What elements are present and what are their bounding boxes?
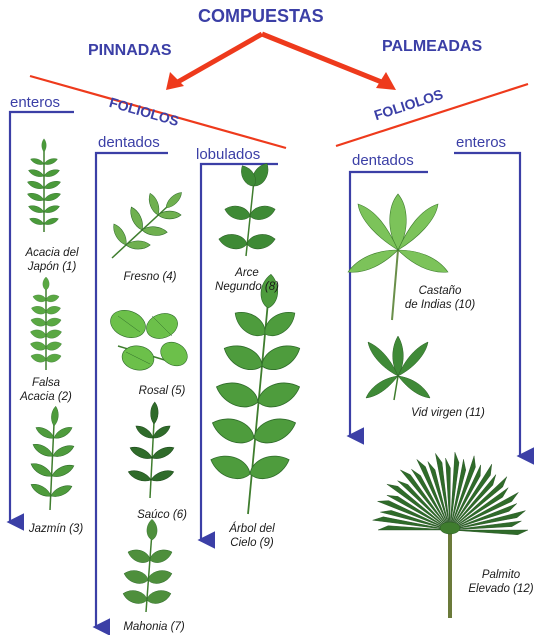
leaf-vid-virgen bbox=[366, 336, 430, 400]
label-rosal: Rosal (5) bbox=[122, 384, 202, 398]
category-enteros-right: enteros bbox=[456, 134, 506, 151]
category-dentados-right: dentados bbox=[352, 152, 414, 169]
category-enteros-left: enteros bbox=[10, 94, 60, 111]
label-fresno: Fresno (4) bbox=[110, 270, 190, 284]
category-dentados-left: dentados bbox=[98, 134, 160, 151]
label-jazmin: Jazmín (3) bbox=[20, 522, 92, 536]
label-vid-virgen: Vid virgen (11) bbox=[396, 406, 500, 420]
leaf-jazmin bbox=[29, 406, 76, 510]
palm-base bbox=[440, 522, 460, 534]
label-mahonia: Mahonia (7) bbox=[112, 620, 196, 634]
title: COMPUESTAS bbox=[198, 6, 324, 27]
leaf-mahonia bbox=[122, 519, 174, 612]
leaf-sauco bbox=[127, 402, 176, 498]
branch-pinnadas: PINNADAS bbox=[88, 42, 172, 60]
category-lobulados: lobulados bbox=[196, 146, 260, 163]
leaf-acacia-japon bbox=[26, 139, 61, 232]
red-arrows bbox=[166, 34, 396, 90]
palm-segment bbox=[450, 530, 528, 535]
leaf-falsa-acacia bbox=[29, 277, 62, 370]
label-sauco: Saúco (6) bbox=[122, 508, 202, 522]
leaf-arbol-cielo bbox=[207, 274, 304, 514]
leaf-arce-negundo bbox=[218, 160, 277, 256]
leaf-rosal bbox=[107, 306, 192, 373]
leaf-fresno bbox=[110, 190, 184, 258]
branch-palmeadas: PALMEADAS bbox=[382, 38, 482, 56]
